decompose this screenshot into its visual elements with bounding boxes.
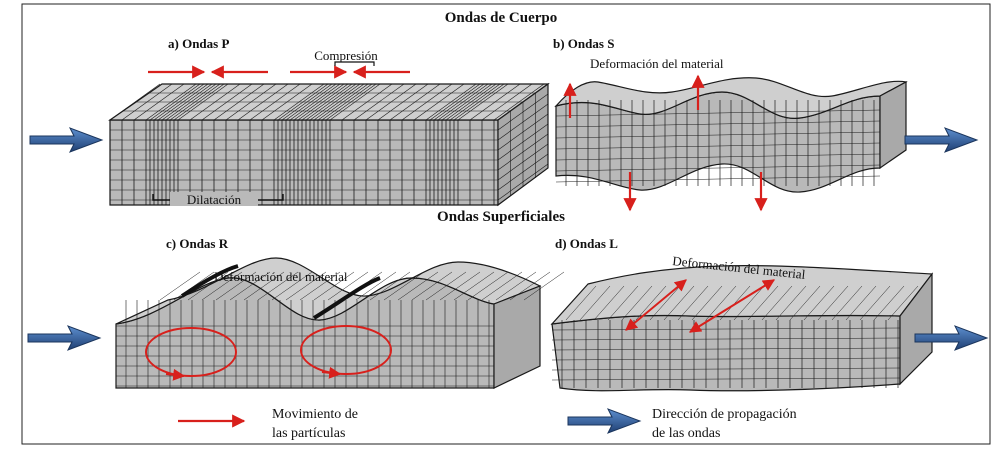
panel-p-label: a) Ondas P — [168, 36, 229, 51]
blue-arrow-r — [27, 325, 102, 351]
legend-particle-line1: Movimiento de — [272, 407, 358, 422]
legend: Movimiento de las partículas Dirección d… — [178, 407, 797, 441]
s-block-top — [554, 77, 908, 119]
r-orbit-arrow-1 — [165, 368, 186, 381]
panel-l-waves: d) Ondas L Deformación del material — [550, 236, 934, 392]
panel-s-label: b) Ondas S — [553, 36, 614, 51]
compression-label: Compresión — [314, 48, 378, 63]
panel-p-waves: a) Ondas P Compresión Dilatación — [108, 36, 550, 207]
legend-propagation-line1: Dirección de propagación — [652, 407, 797, 422]
panel-r-waves: c) Ondas R Deformación del material — [115, 236, 565, 389]
r-crest-shadow-2 — [312, 276, 381, 320]
r-particle-orbit-1 — [145, 327, 237, 377]
panel-s-waves: b) Ondas S Deformación del material — [553, 36, 908, 212]
legend-propagation-line2: de las ondas — [652, 426, 720, 441]
r-crest-shadow-1 — [180, 264, 239, 298]
compression-bracket — [334, 61, 375, 66]
blue-arrow-s — [904, 127, 979, 153]
dilation-label: Dilatación — [187, 192, 242, 207]
panel-l-label: d) Ondas L — [555, 236, 618, 251]
title-surface-waves: Ondas Superficiales — [437, 209, 565, 225]
r-particle-orbit-2 — [300, 325, 392, 375]
s-block-side — [879, 80, 907, 170]
blue-arrow-p — [29, 127, 104, 153]
p-block-front — [109, 119, 499, 206]
propagation-arrows — [27, 127, 989, 434]
title-body-waves: Ondas de Cuerpo — [445, 10, 558, 26]
l-block-side — [899, 272, 933, 386]
l-arrow-2 — [688, 279, 776, 333]
s-deformation-label: Deformación del material — [590, 56, 724, 71]
dilation-label-bg — [170, 192, 258, 206]
l-arrow-1 — [625, 279, 687, 331]
r-block-side — [493, 285, 541, 389]
legend-particle-line2: las partículas — [272, 426, 345, 441]
legend-blue-arrow — [567, 408, 642, 434]
p-block-grid — [109, 83, 549, 205]
r-orbit-arrow-2 — [321, 366, 342, 379]
blue-arrow-l — [914, 325, 989, 351]
panel-r-label: c) Ondas R — [166, 236, 229, 251]
s-block-grid — [555, 100, 881, 186]
r-deformation-label: Deformación del material — [214, 269, 348, 284]
